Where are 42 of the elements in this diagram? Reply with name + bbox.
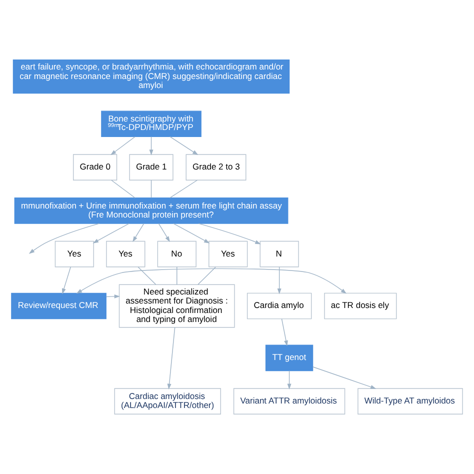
arrow bbox=[277, 266, 282, 294]
arrow bbox=[198, 223, 261, 244]
node-box: Variant ATTR amyloidosis bbox=[233, 388, 346, 414]
node-box: No bbox=[157, 240, 196, 268]
node-box: N bbox=[260, 240, 299, 268]
node-box: ac TR dosis ely bbox=[324, 292, 397, 320]
arrow bbox=[149, 136, 154, 156]
connector bbox=[138, 266, 156, 285]
arrow bbox=[110, 136, 136, 156]
arrow bbox=[281, 318, 288, 346]
arrow bbox=[28, 223, 100, 254]
node-box: Cardia amylo bbox=[246, 292, 312, 320]
arrow bbox=[287, 370, 292, 390]
node-box: Yes bbox=[208, 240, 248, 268]
node-box: Grade 0 bbox=[73, 154, 118, 180]
arrow bbox=[132, 223, 144, 242]
arrow bbox=[158, 223, 170, 242]
arrow bbox=[62, 266, 71, 294]
node-box: Yes bbox=[106, 240, 146, 268]
node-box: Bone scintigraphy with $^{99m}$Tc-DPD/HMDP/PYP bbox=[101, 110, 202, 138]
connector bbox=[110, 180, 136, 198]
node-box: Grade 1 bbox=[129, 154, 174, 180]
connector bbox=[176, 266, 178, 285]
node-box: Wild-Type AT amyloidos bbox=[358, 388, 463, 414]
connector bbox=[198, 266, 216, 285]
arrow bbox=[106, 294, 120, 298]
node-box: Review/request CMR bbox=[11, 292, 106, 320]
arrow bbox=[173, 223, 210, 244]
arrow bbox=[76, 268, 347, 294]
node-box: TT genot bbox=[265, 344, 314, 372]
connector bbox=[170, 180, 198, 198]
connector bbox=[150, 180, 152, 198]
node-box: eart failure, syncope, or bradyarrhythmia, with echocardiogram and/or car magnetic resonance imaging (CMR) suggesting/indicating cardiac amyloi bbox=[12, 60, 290, 94]
node-box: Cardiac amyloidosis (AL/AApoAI/ATTR/other) bbox=[114, 388, 221, 414]
node-box: mmunofixation + Urine immunofixation + serum free light chain assay (Fre Monoclonal protein present? bbox=[14, 198, 288, 224]
arrow bbox=[170, 136, 198, 156]
arrow bbox=[312, 366, 376, 389]
arrow bbox=[92, 223, 130, 244]
node-box: Need specialized assessment for Diagnosis : Histological confirmation and typing of amyloid bbox=[118, 284, 235, 328]
arrow bbox=[167, 327, 176, 390]
node-box: Yes bbox=[54, 240, 94, 268]
node-box: Grade 2 to 3 bbox=[186, 154, 246, 180]
